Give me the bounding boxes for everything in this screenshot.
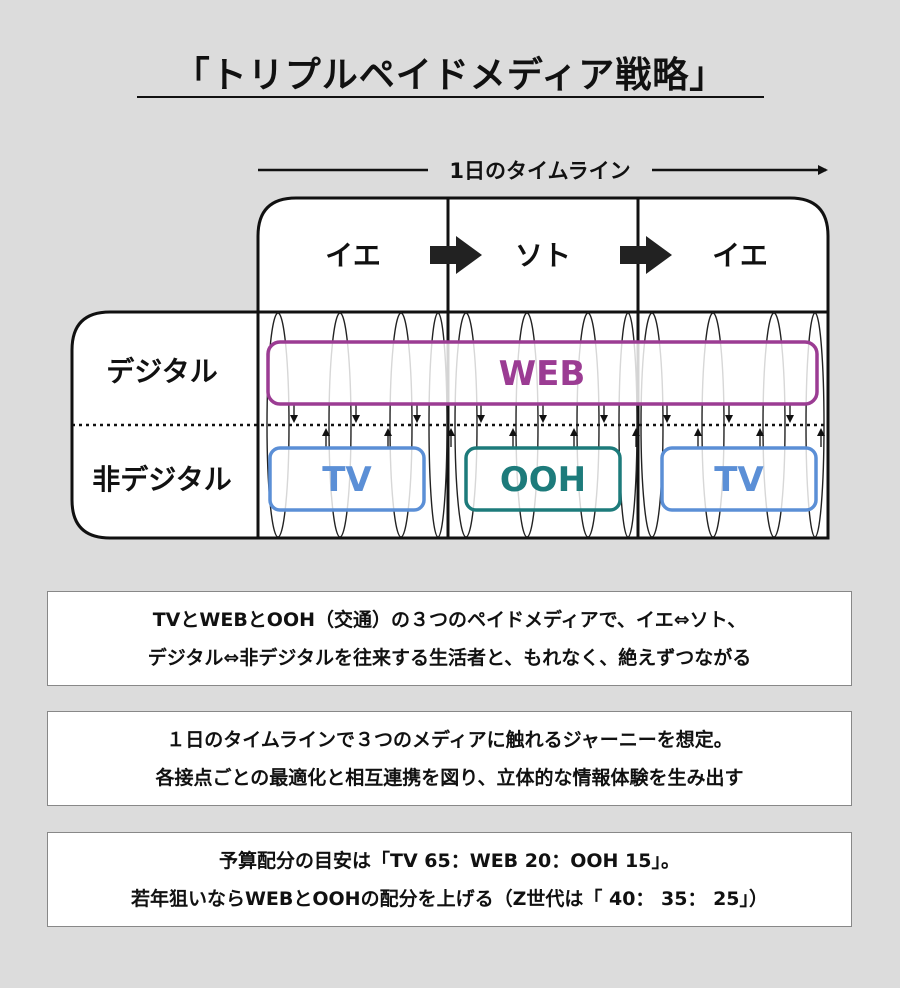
column-header-ie-2: イエ: [712, 239, 768, 272]
note-box-2: １日のタイムラインで３つのメディアに触れるジャーニーを想定。 各接点ごとの最適化…: [47, 711, 852, 806]
page-title: 「トリプルペイドメディア戦略」: [173, 55, 727, 96]
web-media-label: WEB: [499, 354, 586, 394]
flow-arrow-icon: [620, 236, 672, 274]
column-header-ie-1: イエ: [325, 239, 381, 272]
tv-media-label-1: TV: [322, 460, 372, 500]
journey-loops: [266, 312, 825, 537]
note-3-line-1: 予算配分の目安は「TV 65：WEB 20：OOH 15」。: [219, 849, 680, 872]
title-underline: [137, 96, 764, 98]
row-label-non-digital: 非デジタル: [92, 463, 231, 496]
tv-media-box-2: [660, 446, 818, 512]
flow-arrow-icon: [430, 236, 482, 274]
tv-media-label-2: TV: [714, 460, 764, 500]
timeline-label: 1日のタイムライン: [449, 159, 630, 183]
tv-media-box-1: [268, 446, 426, 512]
note-box-3: 予算配分の目安は「TV 65：WEB 20：OOH 15」。 若年狙いならWEB…: [47, 832, 852, 927]
crossing-arrows: [290, 405, 825, 447]
row-label-digital: デジタル: [106, 355, 217, 388]
column-header-box: [256, 196, 830, 314]
note-1-line-1: TVとWEBとOOH（交通）の３つのペイドメディアで、イエ⇔ソト、: [152, 608, 747, 631]
note-box-1: TVとWEBとOOH（交通）の３つのペイドメディアで、イエ⇔ソト、 デジタル⇔非…: [47, 591, 852, 686]
ooh-media-label: OOH: [500, 460, 586, 500]
note-2-line-2: 各接点ごとの最適化と相互連携を図り、立体的な情報体験を生み出す: [155, 766, 744, 789]
note-3-line-2: 若年狙いならWEBとOOHの配分を上げる（Z世代は「 40： 35： 25」）: [130, 887, 769, 910]
ooh-media-box: [464, 446, 622, 512]
note-1-line-2: デジタル⇔非デジタルを往来する生活者と、もれなく、絶えずつながる: [147, 646, 752, 669]
web-media-bar: [266, 340, 819, 406]
media-strategy-diagram: 1日のタイムライン イエ ソト イエ デジタル 非デジタル: [70, 159, 830, 540]
note-2-line-1: １日のタイムラインで３つのメディアに触れるジャーニーを想定。: [166, 728, 733, 751]
column-header-soto: ソト: [515, 239, 571, 272]
